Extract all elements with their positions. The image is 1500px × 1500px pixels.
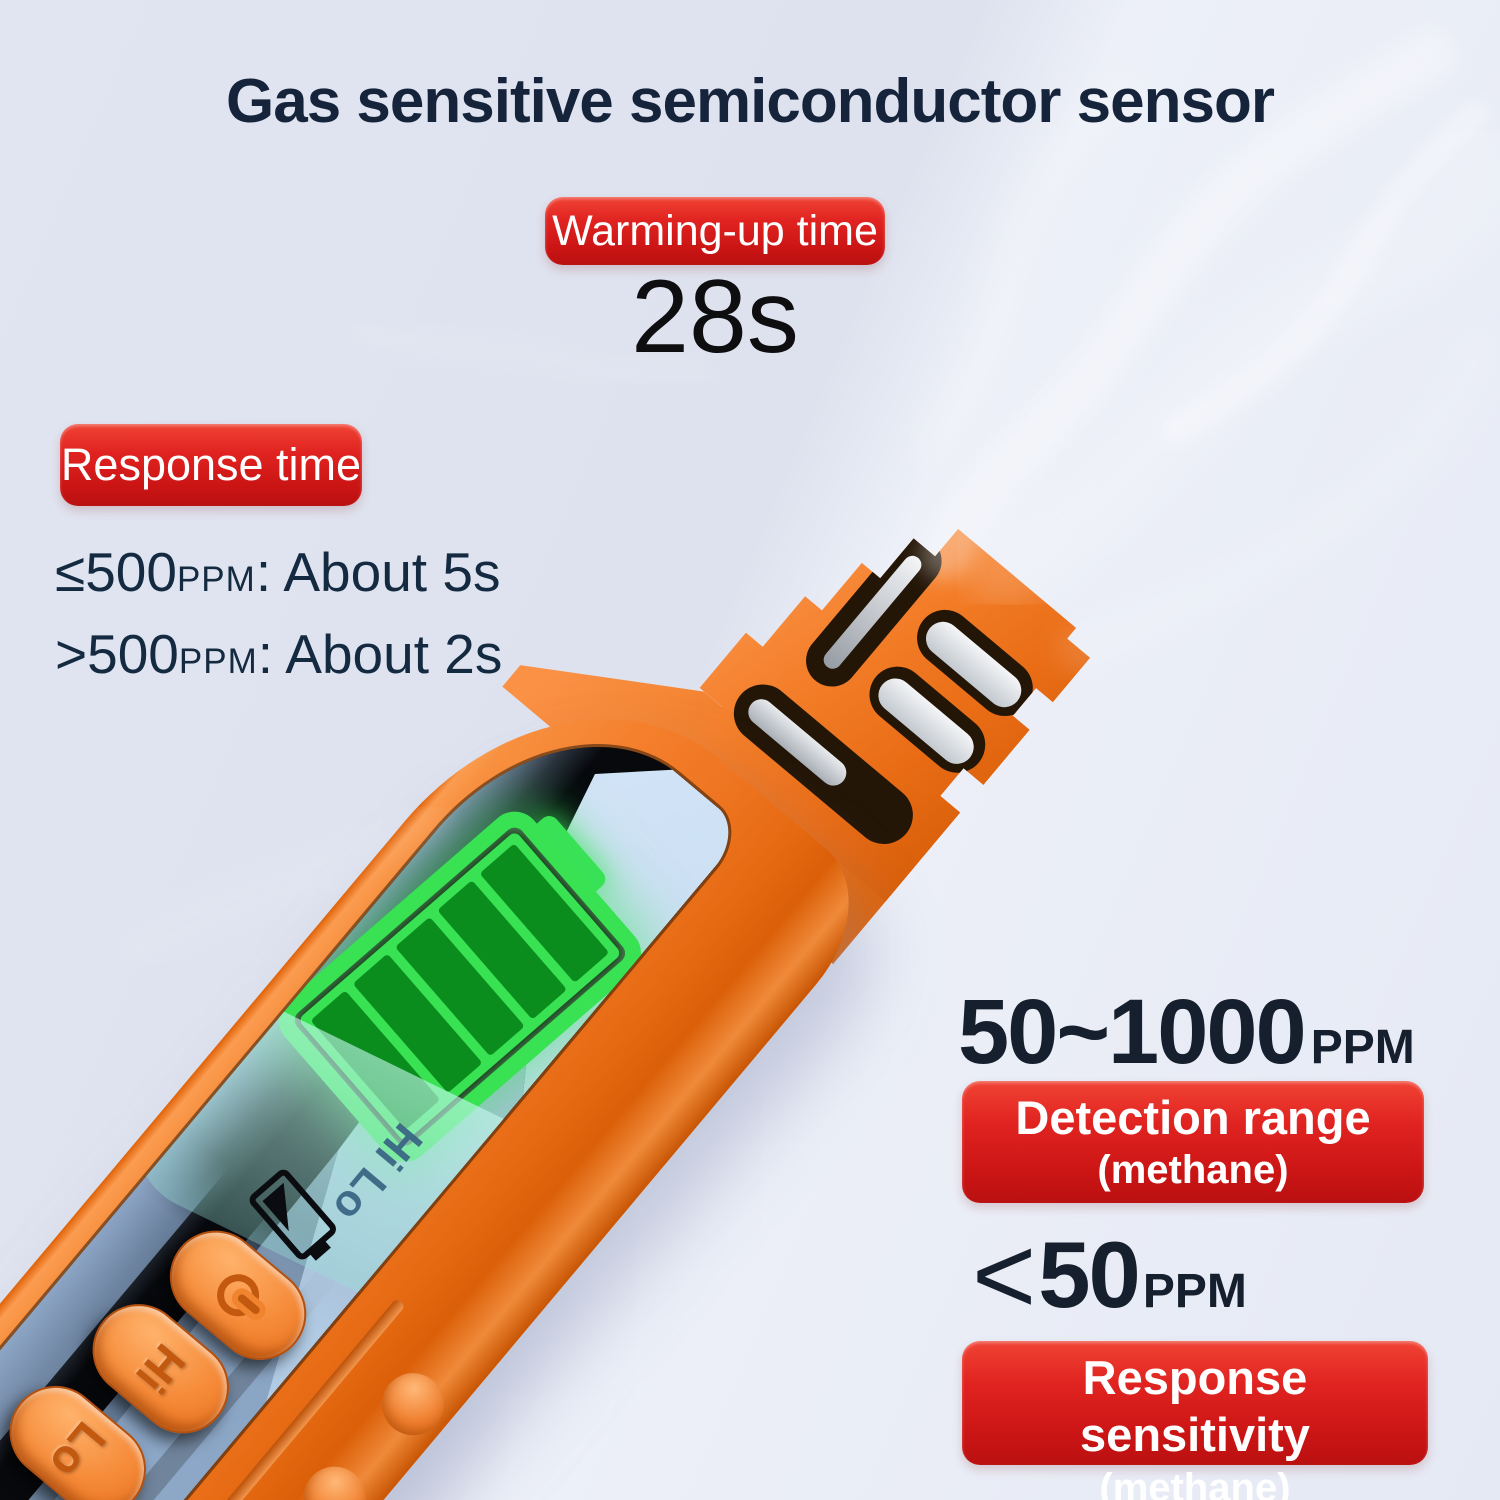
detection-range-label: Detection range <box>1015 1091 1371 1144</box>
response-time-line-2: >500PPM: About 2s <box>55 623 503 685</box>
power-icon <box>206 1263 271 1328</box>
comparator: > <box>55 623 88 685</box>
lo-button-label: Lo <box>39 1412 116 1489</box>
response-time-badge: Response time <box>60 424 362 506</box>
lcd-screen: Hi Lo Hi Lo <box>0 678 746 1500</box>
detection-range-sublabel: (methane) <box>1097 1148 1289 1193</box>
low-battery-icon-wedge <box>262 1182 310 1232</box>
grip-bump <box>369 1360 457 1448</box>
sensitivity-label: Response sensitivity <box>1080 1351 1310 1462</box>
sensor-rod <box>743 694 852 791</box>
unit-ppm: PPM <box>1142 1265 1247 1318</box>
sensor-pin <box>820 552 925 672</box>
sensitivity-value: <50PPM <box>972 1214 1247 1337</box>
warming-up-time-value: 28s <box>631 259 799 375</box>
unit-ppm: PPM <box>176 560 256 599</box>
sensitivity-badge: Response sensitivity (methane) <box>962 1341 1428 1500</box>
warming-up-time-badge: Warming-up time <box>545 197 885 265</box>
unit-ppm: PPM <box>178 642 258 681</box>
detection-range-badge: Detection range (methane) <box>962 1081 1424 1203</box>
comparator: < <box>972 1214 1037 1337</box>
response-time-line-1: ≤500PPM: About 5s <box>55 541 501 603</box>
grip-bump <box>290 1453 379 1500</box>
sensitivity-sublabel: (methane) <box>1099 1465 1291 1500</box>
hi-button-label: Hi <box>126 1334 196 1404</box>
unit-ppm: PPM <box>1310 1021 1415 1074</box>
page-title: Gas sensitive semiconductor sensor <box>226 67 1275 136</box>
comparator: ≤ <box>55 541 86 603</box>
